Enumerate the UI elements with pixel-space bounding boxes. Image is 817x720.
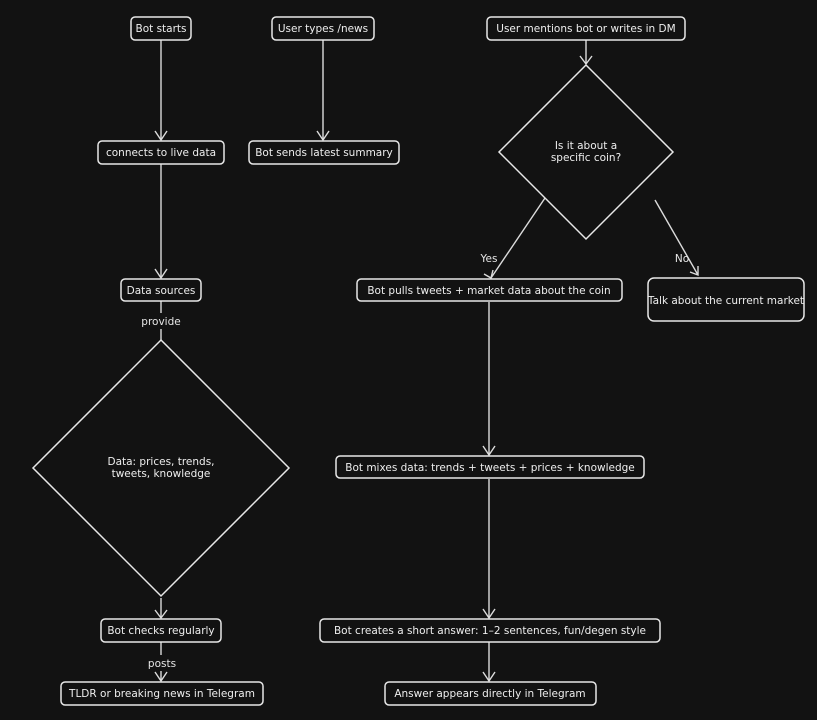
node-pulls-tweets: Bot pulls tweets + market data about the… [356, 278, 623, 302]
node-connects: connects to live data [97, 140, 225, 165]
node-mixes-data: Bot mixes data: trends + tweets + prices… [335, 455, 645, 479]
arrowhead-connects [154, 130, 168, 142]
edge-label-posts: posts [148, 658, 176, 670]
node-checks-regularly: Bot checks regularly [100, 618, 222, 643]
node-sends-summary: Bot sends latest summary [248, 140, 400, 165]
node-label: User mentions bot or writes in DM [496, 23, 675, 35]
edge-label-provide: provide [141, 316, 180, 328]
arrowhead-talk [689, 266, 699, 277]
arrowhead-creates [482, 608, 496, 620]
node-label-line1: Is it about a [555, 140, 617, 152]
node-label: TLDR or breaking news in Telegram [68, 688, 255, 700]
edge-label-no: No [675, 253, 689, 265]
node-label: Answer appears directly in Telegram [394, 688, 585, 700]
node-label-line2: specific coin? [551, 152, 621, 164]
node-label: Bot mixes data: trends + tweets + prices… [345, 462, 635, 474]
edge-label-yes: Yes [480, 253, 498, 265]
node-label: Bot creates a short answer: 1–2 sentence… [334, 625, 646, 637]
node-label: Talk about the current market [647, 295, 804, 307]
node-label: Bot checks regularly [107, 625, 214, 637]
node-label: Bot pulls tweets + market data about the… [367, 285, 610, 297]
node-label-line2: tweets, knowledge [112, 468, 211, 480]
node-answer-telegram: Answer appears directly in Telegram [384, 681, 597, 706]
node-data-diamond: Data: prices, trends, tweets, knowledge [31, 338, 291, 598]
node-bot-starts: Bot starts [130, 16, 192, 41]
node-label-line1: Data: prices, trends, [107, 456, 214, 468]
node-user-news: User types /news [271, 16, 375, 41]
node-label: Bot sends latest summary [255, 147, 393, 159]
node-label: User types /news [278, 23, 368, 35]
node-talk-market: Talk about the current market [647, 277, 805, 322]
arrowhead-sources [154, 268, 168, 280]
edge-question-to-talk [654, 199, 699, 276]
node-label: Data sources [127, 285, 196, 297]
edges [154, 40, 699, 683]
node-user-mentions: User mentions bot or writes in DM [486, 16, 686, 41]
arrowhead-pulls [483, 269, 494, 280]
node-creates-answer: Bot creates a short answer: 1–2 sentence… [319, 618, 661, 643]
arrowhead-tldr [154, 671, 168, 683]
node-data-sources: Data sources [120, 278, 202, 302]
edge-question-to-pulls [490, 197, 546, 279]
node-label: connects to live data [106, 147, 216, 159]
arrowhead-answer [482, 671, 496, 683]
arrowhead-summary [316, 130, 330, 142]
arrowhead-checks [154, 609, 168, 620]
arrowhead-mixes [482, 445, 496, 457]
node-label: Bot starts [135, 23, 186, 35]
node-tldr: TLDR or breaking news in Telegram [60, 681, 264, 706]
edge-labels: provide posts Yes No [141, 253, 689, 671]
node-coin-question: Is it about a specific coin? [497, 63, 675, 241]
